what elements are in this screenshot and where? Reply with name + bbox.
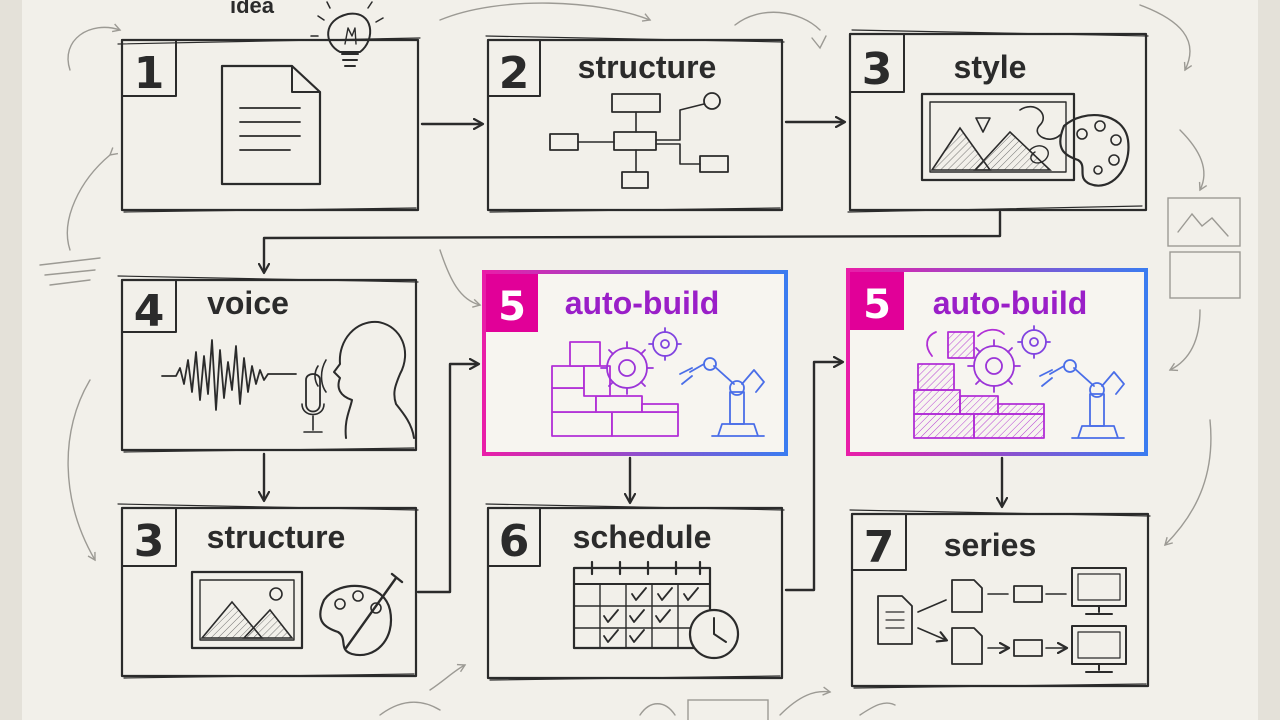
step-5b-badge — [850, 272, 904, 330]
palette-landscape-icon — [920, 92, 1130, 187]
robot-blocks-icon — [551, 327, 765, 437]
gear-icon-5a-large — [600, 341, 654, 395]
robot-arm-icon-5b — [1039, 359, 1125, 439]
step-1-number: 1 — [134, 48, 165, 99]
step-5b-number: 5 — [863, 282, 891, 328]
lightbulb-icon — [310, 1, 384, 67]
step-3-label: style — [954, 49, 1027, 85]
step-card-3: 3 style — [847, 29, 1149, 213]
calendar-clock-icon — [572, 560, 740, 660]
step-3-number: 3 — [862, 44, 893, 95]
step-4-number: 4 — [134, 286, 165, 337]
step-5a-number: 5 — [498, 284, 526, 330]
step-3b-label: structure — [207, 519, 346, 555]
step-card-7: 7 series — [849, 509, 1151, 689]
document-icon — [220, 64, 322, 186]
idea-label: idea — [230, 0, 275, 18]
step-card-5a: 5 auto-build — [482, 270, 788, 456]
step-2-number: 2 — [499, 48, 530, 99]
document-distribution-icon — [877, 567, 1127, 673]
step-card-3b: 3 structure — [117, 503, 419, 679]
step-card-4: 4 voice — [117, 275, 419, 453]
picture-palette-icon — [190, 570, 404, 657]
waveform-speaker-icon — [161, 320, 415, 439]
step-5b-label: auto-build — [933, 285, 1088, 321]
arrow-step-3b-to-step-5a — [416, 364, 478, 594]
step-7-number: 7 — [864, 522, 895, 573]
arrow-step-3-to-step-4 — [264, 210, 1002, 272]
step-3b-number: 3 — [134, 516, 165, 567]
gear-icon-5b-small — [1017, 325, 1051, 359]
step-card-6: 6 schedule — [485, 503, 785, 681]
robot-arm-icon-5a — [679, 357, 765, 437]
gear-icon-5b-large — [967, 339, 1021, 393]
background-doodles — [39, 2, 1241, 720]
idea-annotation: idea — [230, 0, 384, 67]
arrow-step-6-to-step-5b — [784, 362, 842, 592]
step-6-label: schedule — [573, 519, 712, 555]
step-7-label: series — [944, 527, 1037, 563]
gear-icon-5a-small — [648, 327, 682, 361]
flowchart-icon — [549, 92, 729, 189]
step-6-number: 6 — [499, 516, 530, 567]
step-5a-badge — [486, 274, 538, 332]
step-4-label: voice — [207, 285, 289, 321]
step-5a-label: auto-build — [565, 285, 720, 321]
connector-arrows — [264, 122, 1002, 594]
robot-blocks-icon — [913, 325, 1125, 439]
step-card-1: 1 — [117, 37, 421, 213]
step-card-5b: 5 auto-build — [846, 268, 1148, 456]
step-2-label: structure — [578, 49, 717, 85]
step-card-2: 2 structure — [485, 35, 785, 213]
